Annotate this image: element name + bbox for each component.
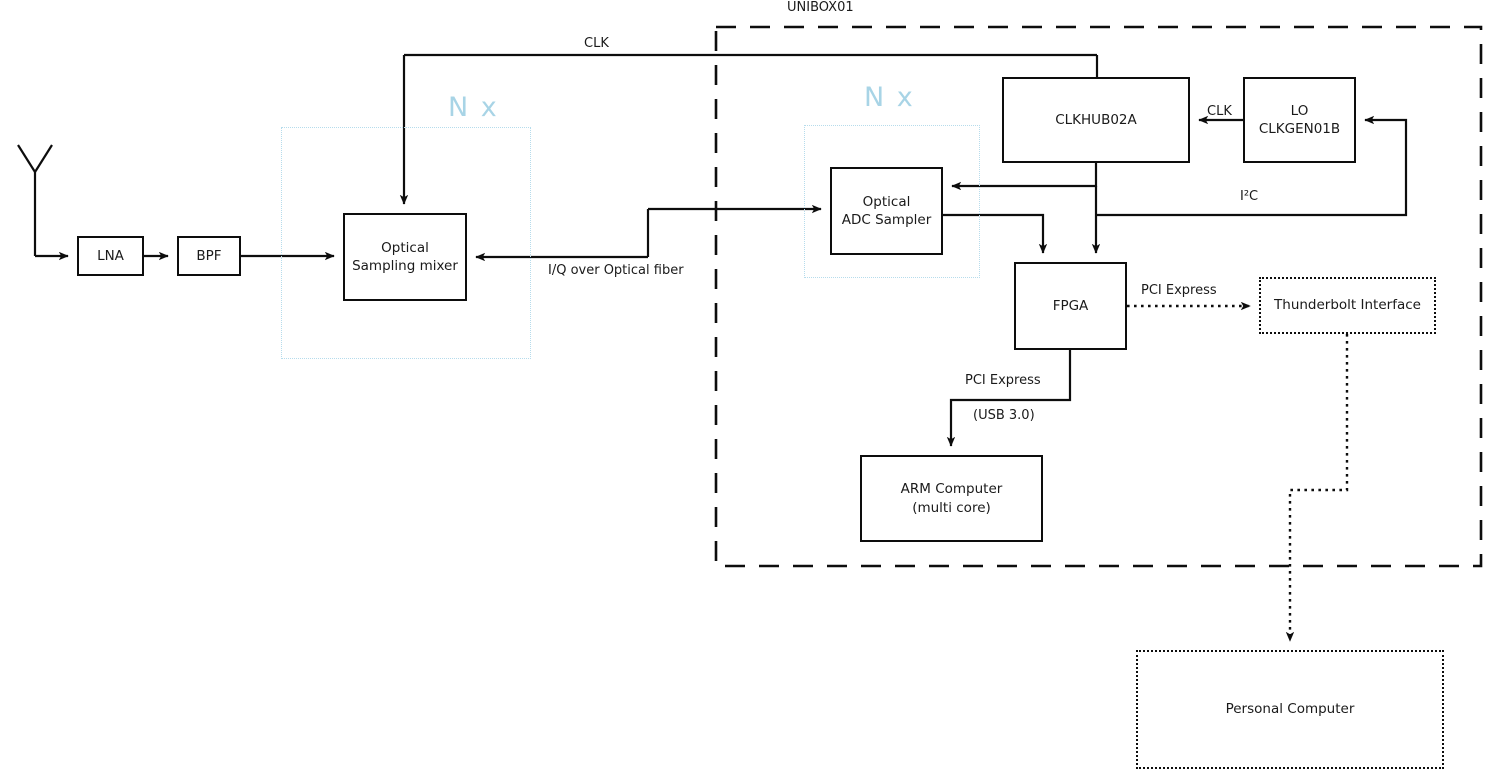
repeat-region-left [281,127,531,359]
edge-label-iq-over-optical-fiber: I/Q over Optical fiber [548,263,684,278]
block-optical-sampling-mixer[interactable]: Optical Sampling mixer [343,213,467,301]
repeat-marker-left: N x [448,92,499,123]
block-fpga[interactable]: FPGA [1014,262,1127,350]
wire-fpga-to-arm [946,350,1072,447]
unibox-label: UNIBOX01 [787,0,854,15]
edge-label-pcie-arm: PCI Express [965,373,1041,388]
block-arm-computer[interactable]: ARM Computer (multi core) [860,455,1043,542]
edge-label-i2c: I²C [1240,189,1259,204]
wire-adc-to-fpga [943,213,1048,254]
block-thunderbolt-interface[interactable]: Thunderbolt Interface [1259,277,1436,334]
block-lo-clkgen01b[interactable]: LO CLKGEN01B [1243,77,1356,163]
block-optical-adc-sampler[interactable]: Optical ADC Sampler [830,167,943,255]
block-clkhub02a[interactable]: CLKHUB02A [1002,77,1190,163]
repeat-region-right [804,125,980,278]
repeat-marker-right: N x [864,82,915,113]
edge-label-usb3: (USB 3.0) [973,408,1035,423]
unibox-enclosure [714,25,1483,568]
antenna-arm-right [34,144,53,173]
edge-label-clk-lo: CLK [1207,104,1232,119]
block-personal-computer[interactable]: Personal Computer [1136,650,1444,769]
block-lna[interactable]: LNA [77,236,144,276]
wire-i2c-to-lo [1096,115,1408,217]
antenna-arm-left [17,144,36,173]
edge-label-pcie-thunderbolt: PCI Express [1141,283,1217,298]
wire-thunderbolt-to-pc [1285,334,1349,642]
block-bpf[interactable]: BPF [177,236,241,276]
edge-label-clk-top: CLK [584,36,609,51]
